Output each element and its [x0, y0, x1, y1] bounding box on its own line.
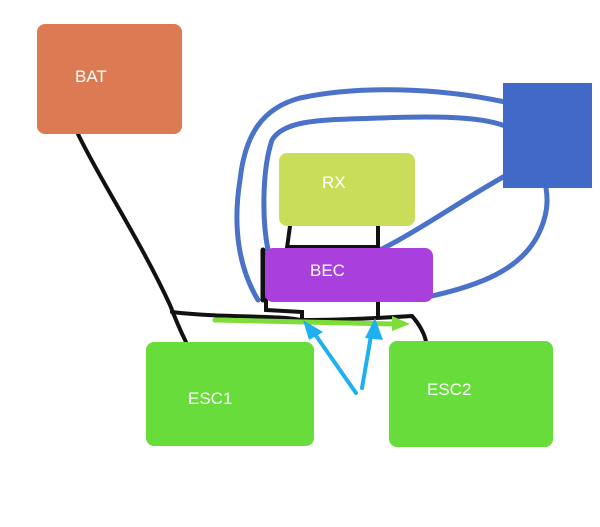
bec-block	[265, 248, 433, 302]
rx-label: RX	[322, 173, 346, 192]
blue-wire-outer	[234, 87, 508, 303]
cyan-arrow-left-shaft	[310, 328, 358, 395]
esc1-label: ESC1	[188, 389, 233, 408]
bat-block	[37, 24, 182, 134]
black-wire-bus	[170, 310, 428, 344]
esc2-block	[389, 341, 553, 447]
green-arrowhead	[392, 316, 410, 331]
unlabeled-blue-block	[503, 83, 592, 188]
blue-wire-lower-2	[429, 185, 550, 299]
esc2-label: ESC2	[427, 380, 472, 399]
cyan-arrow-right-head	[365, 318, 383, 340]
rx-block	[279, 153, 415, 226]
cyan-arrow-left-head	[303, 320, 323, 340]
black-wire-bec-left	[264, 298, 304, 322]
black-wire-bat	[76, 132, 188, 344]
cyan-arrow-right-shaft	[360, 328, 374, 390]
blue-wire-lower-1	[377, 173, 508, 253]
black-wire-rx-bec	[285, 224, 380, 250]
bat-label: BAT	[75, 67, 107, 86]
blue-wire-inner	[261, 114, 508, 253]
bec-label: BEC	[310, 261, 345, 280]
esc1-block	[146, 342, 314, 446]
